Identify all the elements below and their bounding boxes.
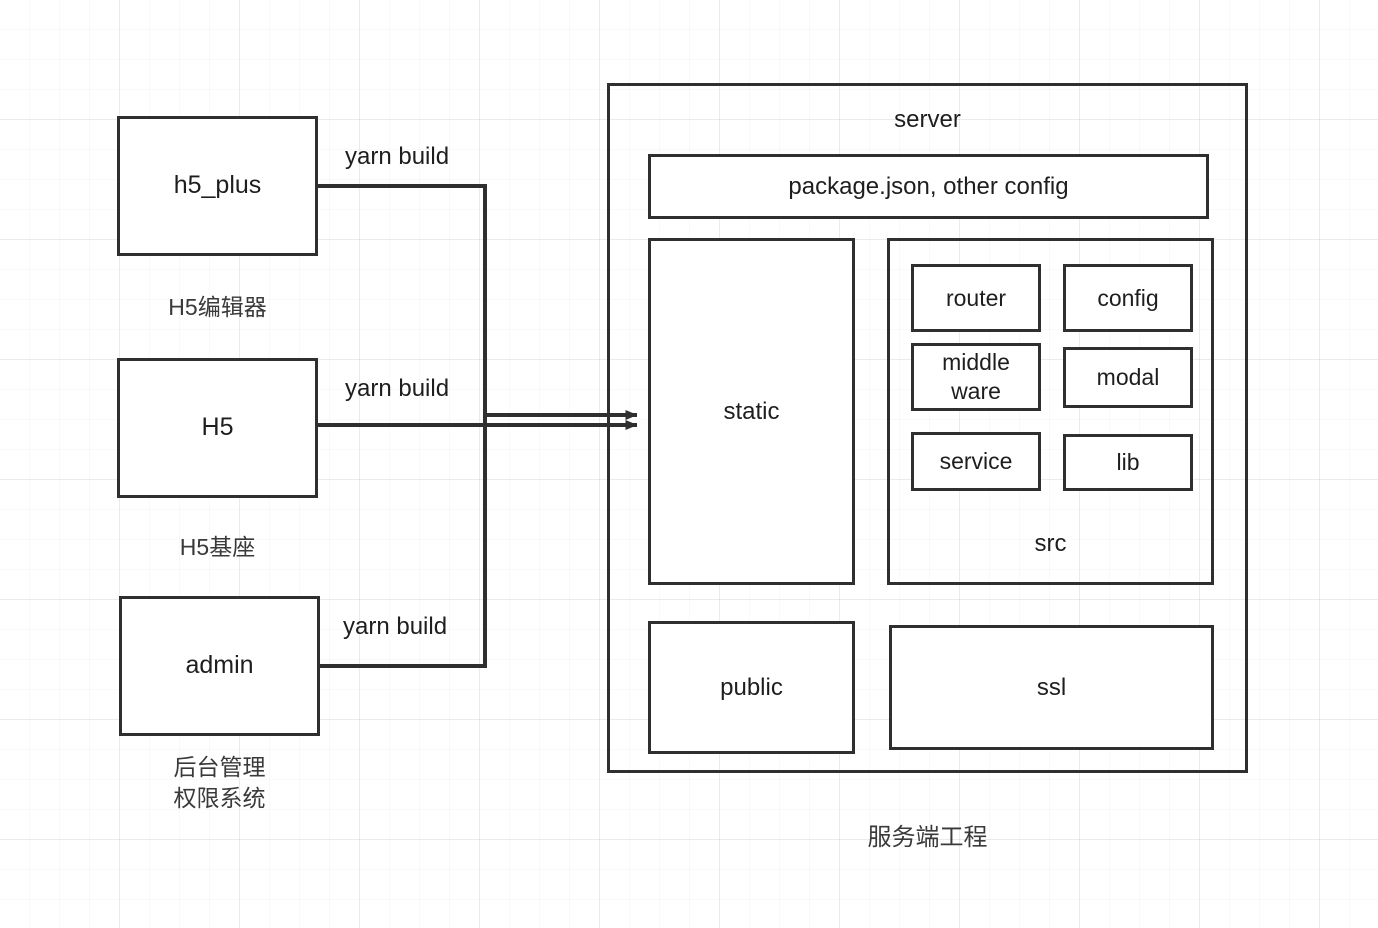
caption-h5: H5基座 bbox=[179, 534, 256, 560]
box-config[interactable]: config bbox=[1063, 264, 1193, 332]
caption-h5-plus: H5编辑器 bbox=[168, 294, 267, 320]
edge-label-h5-plus: yarn build bbox=[345, 143, 450, 170]
box-modal[interactable]: modal bbox=[1063, 347, 1193, 408]
edge-label-h5: yarn build bbox=[345, 375, 450, 402]
container-src[interactable]: src bbox=[887, 238, 1214, 585]
box-service[interactable]: service bbox=[911, 432, 1041, 491]
node-h5-label: H5 bbox=[201, 413, 234, 442]
container-server[interactable]: server bbox=[607, 83, 1248, 773]
box-config-label: config bbox=[1097, 284, 1159, 311]
box-router[interactable]: router bbox=[911, 264, 1041, 332]
box-middleware[interactable]: middle ware bbox=[911, 343, 1041, 411]
box-modal-label: modal bbox=[1096, 364, 1160, 391]
box-router-label: router bbox=[945, 284, 1007, 311]
box-public[interactable]: public bbox=[648, 621, 855, 754]
node-admin[interactable]: admin bbox=[119, 596, 320, 736]
box-package-json-config[interactable]: package.json, other config bbox=[648, 154, 1209, 219]
node-h5[interactable]: H5 bbox=[117, 358, 318, 498]
caption-server: 服务端工程 bbox=[867, 824, 988, 851]
box-ssl-label: ssl bbox=[1036, 673, 1067, 701]
caption-admin: 后台管理 权限系统 bbox=[173, 754, 266, 812]
box-static-label: static bbox=[723, 397, 780, 425]
box-middleware-label: middle ware bbox=[942, 349, 1010, 404]
node-h5-plus[interactable]: h5_plus bbox=[117, 116, 318, 256]
node-admin-label: admin bbox=[185, 651, 254, 680]
box-package-json-config-label: package.json, other config bbox=[788, 172, 1069, 200]
node-h5-plus-label: h5_plus bbox=[173, 171, 262, 200]
box-service-label: service bbox=[939, 448, 1013, 475]
box-lib-label: lib bbox=[1116, 449, 1140, 476]
box-static[interactable]: static bbox=[648, 238, 855, 585]
edge-label-admin: yarn build bbox=[343, 613, 448, 640]
container-src-label: src bbox=[1034, 530, 1067, 557]
container-server-label: server bbox=[894, 106, 961, 133]
box-lib[interactable]: lib bbox=[1063, 434, 1193, 491]
box-public-label: public bbox=[720, 673, 783, 701]
box-ssl[interactable]: ssl bbox=[889, 625, 1214, 750]
